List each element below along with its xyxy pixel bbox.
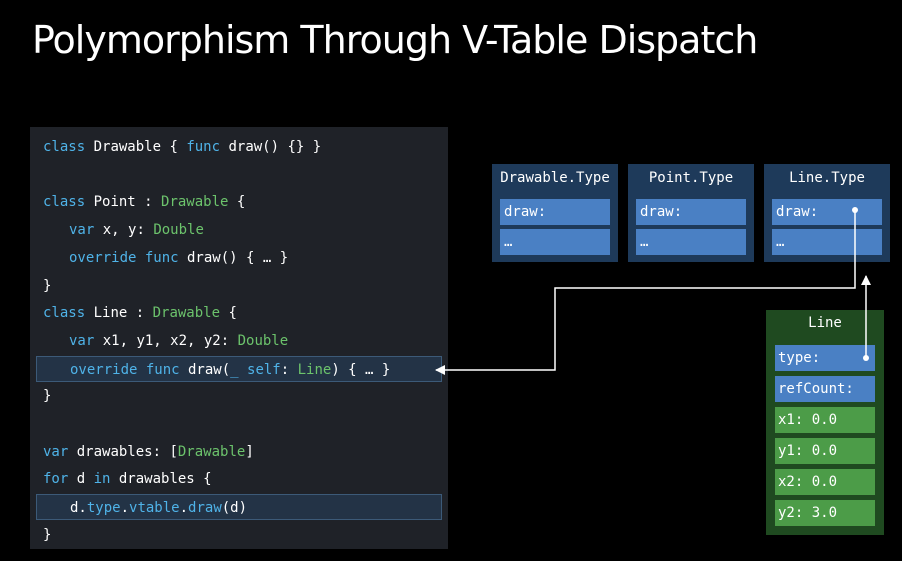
point-type-table: Point.Type draw: … [628,164,754,262]
code-keyword: type [86,500,121,517]
code-line: } [30,383,448,409]
code-type-name: Drawable [161,194,229,211]
code-text: ) { … } [331,361,391,378]
code-line: var x, y: Double [30,217,448,243]
vtable-slot-more: … [772,229,882,255]
code-text: draw() {} } [220,139,322,155]
code-text: x, y: [94,222,154,239]
code-line: class Line : Drawable { [30,300,448,326]
code-panel: class Drawable { func draw() {} }class P… [30,127,448,549]
code-line: override func draw() { … } [30,245,448,271]
field-refcount: refCount: [775,376,875,402]
code-text: drawables: [ [68,443,178,460]
vtable-slot-draw: draw: [772,199,882,225]
type-table-header: Point.Type [648,170,734,186]
code-keyword: _ self [230,361,281,378]
code-keyword: class [43,194,86,211]
code-line: class Drawable { func draw() {} } [30,134,448,160]
code-keyword: class [43,305,86,322]
code-line: for d in drawables { [30,466,448,492]
code-text: x1, y1, x2, y2: [94,332,238,349]
code-keyword: override func [70,361,180,378]
field-y1: y1: 0.0 [775,438,875,464]
type-table-header: Drawable.Type [500,170,610,186]
vtable-slot-draw: draw: [636,199,746,225]
field-x2: x2: 0.0 [775,469,875,495]
code-type-name: Drawable [177,443,246,460]
vtable-slot-more: … [500,229,610,255]
code-text: d [68,471,94,488]
drawable-type-table: Drawable.Type draw: … [492,164,618,262]
code-text: . [179,500,189,517]
code-text: Line : [85,305,153,322]
code-text: drawables { [110,471,212,488]
code-keyword: var [69,332,95,349]
code-keyword: var [43,443,69,460]
code-keyword: var [69,222,95,239]
field-x1: x1: 0.0 [775,407,875,433]
code-text: Drawable { [85,139,187,155]
code-keyword: draw [188,500,222,517]
code-keyword: in [93,471,111,488]
isa-pointer-origin [863,355,869,361]
instance-header: Line [808,315,842,331]
code-line: var x1, y1, x2, y2: Double [30,328,448,354]
code-text: d. [70,500,87,517]
code-text: ] [245,443,254,460]
code-text: draw() { … } [178,249,289,266]
code-line: override func draw(_ self: Line) { … } [36,355,442,382]
code-text: (d) [221,500,248,517]
code-text: } [43,388,52,405]
slide-title: Polymorphism Through V-Table Dispatch [32,18,758,62]
code-text: { [228,194,246,211]
code-text: } [43,526,52,543]
code-text: . [120,500,130,517]
code-line: var drawables: [Drawable] [30,439,448,465]
field-type: type: [775,345,875,371]
code-line: class Point : Drawable { [30,189,448,215]
code-text: Point : [85,194,162,211]
type-table-header: Line.Type [789,170,865,186]
code-text: : [280,361,298,378]
code-type-name: Drawable [152,305,221,322]
code-line: d.type.vtable.draw(d) [36,494,442,521]
vtable-draw-pointer-arrow [435,210,856,375]
vtable-slot-draw: draw: [500,199,610,225]
code-text: } [43,277,52,294]
line-type-table: Line.Type draw: … [764,164,890,262]
field-y2: y2: 3.0 [775,500,875,526]
code-keyword: func [186,139,221,155]
code-line: } [30,273,448,299]
vtable-draw-pointer-origin [852,207,858,213]
code-type-name: Double [237,332,289,349]
line-instance: Line type: refCount: x1: 0.0 y1: 0.0 x2:… [766,310,884,535]
code-text: { [220,305,237,322]
code-keyword: override func [69,249,179,266]
code-keyword: vtable [129,500,180,517]
code-line: } [30,522,448,548]
vtable-slot-more: … [636,229,746,255]
code-type-name: Double [153,222,204,239]
code-type-name: Line [297,361,332,378]
code-keyword: for [43,471,69,488]
code-keyword: class [43,139,86,155]
code-text: draw( [179,361,231,378]
